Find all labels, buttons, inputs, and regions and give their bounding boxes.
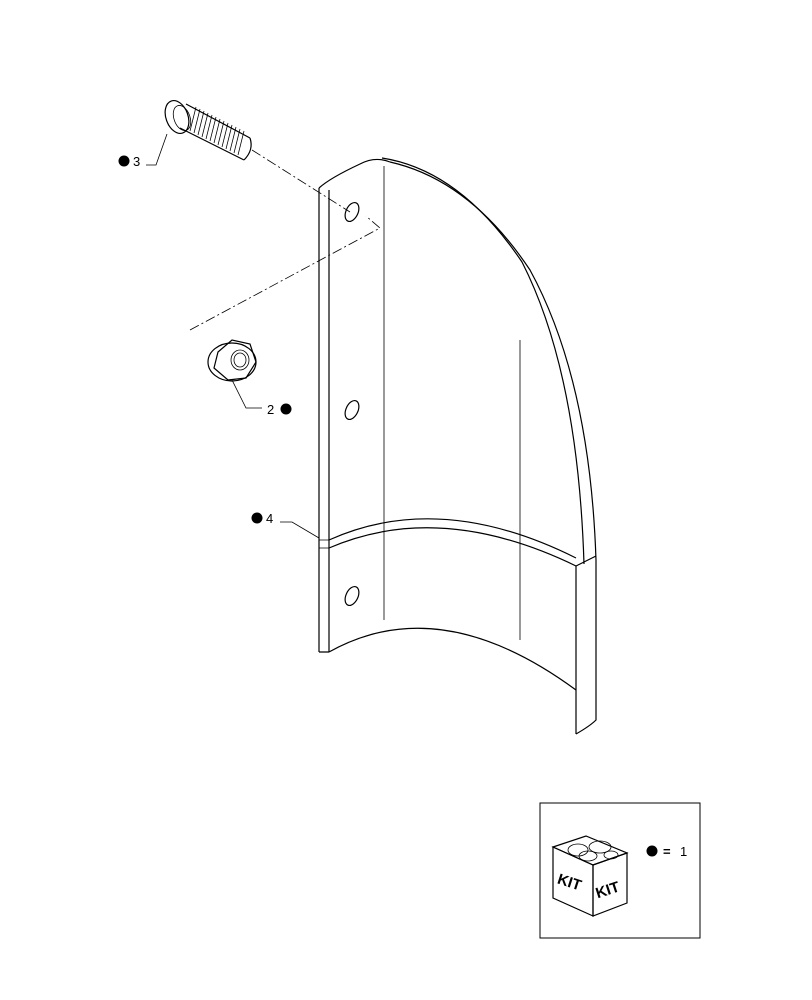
kit-dot-icon — [251, 512, 263, 524]
callout-2: 2 — [231, 379, 292, 417]
kit-dot-icon — [280, 403, 292, 415]
svg-text:KIT: KIT — [555, 871, 583, 895]
plate-hole-middle — [344, 399, 360, 421]
plate-hole-top — [344, 201, 360, 223]
equals-sign: = — [663, 844, 671, 859]
callout-3: 3 — [118, 133, 168, 169]
callout-4: 4 — [251, 511, 320, 539]
carriage-bolt — [164, 99, 252, 161]
plate-hole-bottom — [344, 585, 360, 607]
kit-number: 1 — [680, 844, 687, 859]
flange-nut — [207, 339, 257, 382]
curved-plate — [318, 157, 597, 735]
kit-legend: KIT KIT = 1 — [539, 802, 701, 939]
kit-dot-icon — [118, 155, 130, 167]
nut-axis-line — [189, 215, 381, 331]
callout-number: 2 — [267, 402, 274, 417]
legend-frame — [539, 802, 701, 939]
kit-box-icon: KIT KIT — [551, 835, 629, 917]
callout-number: 3 — [133, 154, 140, 169]
svg-text:KIT: KIT — [594, 879, 622, 903]
callout-number: 4 — [266, 511, 273, 526]
bolt-axis-line — [251, 149, 351, 213]
kit-dot-icon — [646, 845, 658, 857]
